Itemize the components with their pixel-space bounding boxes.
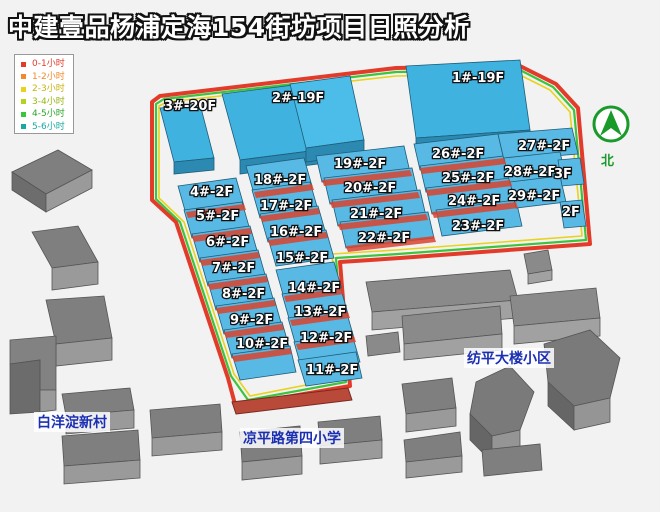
legend-item: 5-6小时 <box>21 121 70 134</box>
building-label-7: 7#-2F <box>212 261 255 276</box>
building-label-17: 17#-2F <box>260 199 312 214</box>
building-label-26: 26#-2F <box>432 147 484 162</box>
sunlight-legend: 0-1小时 1-2小时 2-3小时 3-4小时 4-5小时 5-6小时 <box>14 54 74 134</box>
legend-swatch <box>21 111 26 117</box>
building-label-12: 12#-2F <box>300 331 352 346</box>
building-label-10: 10#-2F <box>236 337 288 352</box>
building-label-25: 25#-2F <box>442 171 494 186</box>
building-label-21: 21#-2F <box>350 207 402 222</box>
lowrise-buildings <box>177 127 587 387</box>
building-label-22: 22#-2F <box>358 231 410 246</box>
building-label-4: 4#-2F <box>190 185 233 200</box>
page-title: 中建壹品杨浦定海154街坊项目日照分析 <box>8 13 470 42</box>
legend-swatch <box>21 74 26 80</box>
area-label-community: 纺平大楼小区 <box>464 348 554 368</box>
area-label-school: 凉平路第四小学 <box>240 428 344 448</box>
building-label-6: 6#-2F <box>206 235 249 250</box>
legend-swatch <box>21 61 26 67</box>
building-label-13: 13#-2F <box>294 305 346 320</box>
legend-label: 5-6小时 <box>32 121 65 132</box>
context-buildings <box>9 149 621 485</box>
building-label-16: 16#-2F <box>270 225 322 240</box>
legend-label: 2-3小时 <box>32 84 65 95</box>
legend-item: 1-2小时 <box>21 71 70 84</box>
building-label-18: 18#-2F <box>254 173 306 188</box>
north-arrow-icon <box>592 105 630 143</box>
legend-label: 0-1小时 <box>32 59 65 70</box>
building-label-2: 2#-19F <box>272 91 324 106</box>
building-label-2f: 2F <box>562 205 580 220</box>
building-label-23: 23#-2F <box>452 219 504 234</box>
building-label-15: 15#-2F <box>276 251 328 266</box>
building-label-28: 28#-2F <box>504 165 556 180</box>
north-label: 北 <box>601 154 615 169</box>
building-label-9: 9#-2F <box>230 313 273 328</box>
legend-label: 4-5小时 <box>32 109 65 120</box>
legend-item: 4-5小时 <box>21 108 70 121</box>
building-label-5: 5#-2F <box>196 209 239 224</box>
legend-swatch <box>21 86 26 92</box>
building-label-3: 3#-20F <box>164 99 216 114</box>
building-label-14: 14#-2F <box>288 281 340 296</box>
building-label-19: 19#-2F <box>334 157 386 172</box>
building-label-11: 11#-2F <box>306 363 358 378</box>
legend-swatch <box>21 99 26 105</box>
legend-item: 0-1小时 <box>21 58 70 71</box>
building-label-1: 1#-19F <box>452 71 504 86</box>
legend-label: 1-2小时 <box>32 71 65 82</box>
building-label-20: 20#-2F <box>344 181 396 196</box>
legend-label: 3-4小时 <box>32 96 65 107</box>
area-label-left-village: 白洋淀新村 <box>34 412 110 432</box>
building-label-8: 8#-2F <box>222 287 265 302</box>
building-label-24: 24#-2F <box>448 194 500 209</box>
building-label-29: 29#-2F <box>508 189 560 204</box>
building-label-3f: 3F <box>554 167 572 182</box>
legend-item: 3-4小时 <box>21 96 70 109</box>
legend-item: 2-3小时 <box>21 83 70 96</box>
tower-buildings <box>159 59 531 175</box>
building-label-27: 27#-2F <box>518 139 570 154</box>
building-labels: 1#-19F 2#-19F 3#-20F 4#-2F 5#-2F 6#-2F 7… <box>163 70 582 380</box>
legend-swatch <box>21 124 26 130</box>
